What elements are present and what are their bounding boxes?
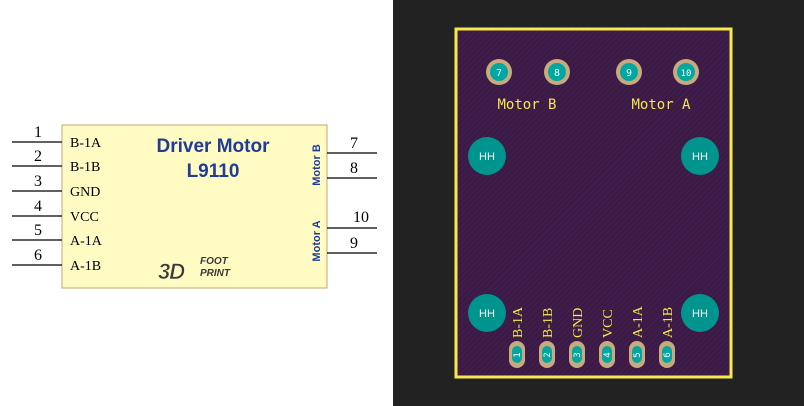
- svg-text:9: 9: [626, 68, 632, 79]
- pin-9: 9: [327, 235, 377, 254]
- pin-label: A-1A: [70, 234, 103, 249]
- pad-1: 1: [509, 341, 525, 368]
- svg-text:8: 8: [554, 68, 560, 79]
- pin-number: 9: [350, 235, 358, 252]
- pcb-svg: 7 8 9 10 Motor B Motor A HH: [454, 27, 733, 379]
- pin-7: 7: [327, 135, 377, 154]
- svg-text:10: 10: [681, 69, 692, 79]
- pad-10: 10: [673, 59, 699, 85]
- svg-text:5: 5: [633, 352, 643, 357]
- svg-text:HH: HH: [479, 308, 495, 320]
- pad-8: 8: [544, 59, 570, 85]
- bottom-pin-labels: B-1A B-1B GND VCC A-1A A-1B: [511, 305, 676, 338]
- pcb-label-a-1a: A-1A: [631, 305, 646, 338]
- schematic-panel: Driver Motor L9110 1 B-1A 2 B-1B 3 GND 4: [0, 0, 393, 406]
- pcb-motor-b-label: Motor B: [497, 97, 556, 113]
- pad-5: 5: [629, 341, 645, 368]
- pin-label: B-1A: [70, 136, 102, 151]
- schematic-svg: Driver Motor L9110 1 B-1A 2 B-1B 3 GND 4: [12, 124, 377, 289]
- mount-hole-bottom-right: HH: [681, 294, 719, 332]
- svg-text:FOOT: FOOT: [200, 256, 229, 267]
- pin-number: 3: [34, 173, 42, 190]
- pad-7: 7: [486, 59, 512, 85]
- pin-number: 2: [34, 148, 42, 165]
- pcb-motor-a-label: Motor A: [631, 97, 691, 113]
- pin-2: 2 B-1B: [12, 148, 100, 175]
- pin-4: 4 VCC: [12, 198, 99, 225]
- svg-text:PRINT: PRINT: [200, 268, 231, 279]
- mount-hole-top-left: HH: [468, 137, 506, 175]
- pin-3: 3 GND: [12, 173, 100, 200]
- pin-8: 8: [327, 160, 377, 179]
- svg-text:HH: HH: [692, 308, 708, 320]
- pin-label: B-1B: [70, 160, 100, 175]
- mount-hole-top-right: HH: [681, 137, 719, 175]
- pin-6: 6 A-1B: [12, 247, 101, 274]
- pcb-label-a-1b: A-1B: [661, 307, 676, 338]
- motor-b-group-label: Motor B: [311, 144, 323, 186]
- svg-text:7: 7: [496, 68, 502, 79]
- pin-10: 10: [327, 209, 377, 229]
- svg-text:2: 2: [543, 352, 553, 357]
- pin-5: 5 A-1A: [12, 222, 103, 249]
- svg-text:HH: HH: [479, 151, 495, 163]
- svg-text:3D: 3D: [158, 259, 185, 284]
- pcb-label-gnd: GND: [571, 308, 586, 338]
- pin-number: 8: [350, 160, 358, 177]
- right-pins: 7 8 10 9: [327, 135, 377, 254]
- svg-text:1: 1: [513, 352, 523, 357]
- component-body: [61, 124, 328, 289]
- pin-1: 1 B-1A: [12, 124, 102, 151]
- pin-number: 1: [34, 124, 42, 141]
- 3dfootprint-logo: 3D FOOT PRINT: [158, 256, 231, 284]
- bottom-pads: 1 2 3 4 5: [509, 341, 675, 368]
- pin-label: GND: [70, 185, 100, 200]
- pcb-label-b-1b: B-1B: [541, 308, 556, 338]
- pin-number: 6: [34, 247, 42, 264]
- pcb-label-vcc: VCC: [601, 309, 616, 338]
- top-pads: 7 8 9 10: [486, 59, 699, 85]
- pin-number: 5: [34, 222, 42, 239]
- pcb-panel: 7 8 9 10 Motor B Motor A HH: [393, 0, 804, 406]
- pad-4: 4: [599, 341, 615, 368]
- svg-text:HH: HH: [692, 151, 708, 163]
- pad-6: 6: [659, 341, 675, 368]
- pad-3: 3: [569, 341, 585, 368]
- component-part-number: L9110: [187, 161, 240, 182]
- left-pins: 1 B-1A 2 B-1B 3 GND 4 VCC 5 A-1A: [12, 124, 103, 274]
- pad-2: 2: [539, 341, 555, 368]
- pin-label: VCC: [70, 210, 99, 225]
- pad-9: 9: [616, 59, 642, 85]
- pin-number: 4: [34, 198, 42, 215]
- motor-a-group-label: Motor A: [311, 220, 323, 261]
- component-title: Driver Motor: [157, 136, 271, 157]
- pin-number: 7: [350, 135, 358, 152]
- svg-text:3: 3: [573, 352, 583, 357]
- svg-text:6: 6: [663, 352, 673, 357]
- pin-number: 10: [353, 209, 369, 226]
- pin-label: A-1B: [70, 259, 101, 274]
- mount-hole-bottom-left: HH: [468, 294, 506, 332]
- pcb-label-b-1a: B-1A: [511, 306, 526, 338]
- svg-text:4: 4: [603, 352, 613, 357]
